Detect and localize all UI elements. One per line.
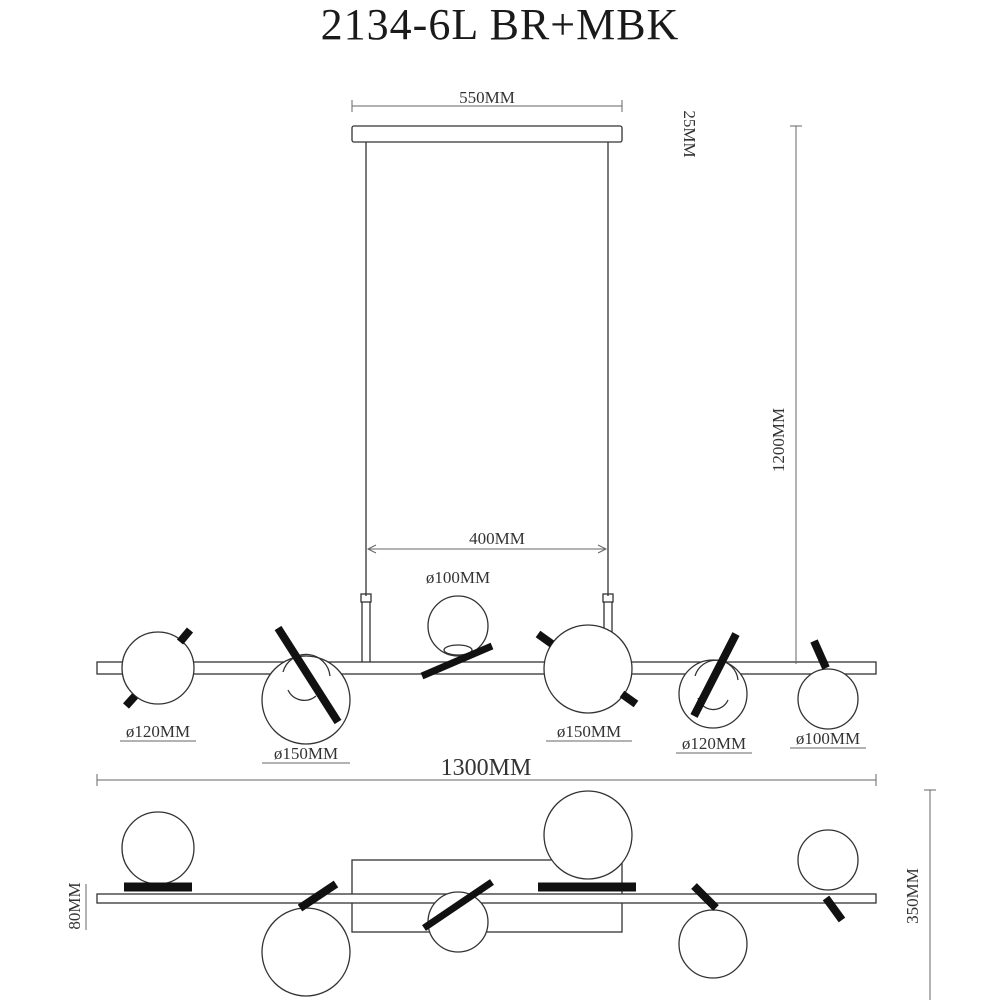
top-globe-left-120 xyxy=(121,811,195,885)
label-globe-right-1: ø120MM xyxy=(682,734,746,753)
top-globe-left-150 xyxy=(261,907,351,997)
top-view-bar xyxy=(96,893,877,904)
cable-gripper-right xyxy=(602,593,614,603)
arm-left-120a xyxy=(176,627,194,645)
cable-spacing-dimension xyxy=(366,544,608,554)
globe-left-120 xyxy=(121,631,195,705)
label-canopy-width: 550MM xyxy=(459,88,515,107)
model-title: 2134-6L BR+MBK xyxy=(320,0,680,49)
top-view xyxy=(85,789,936,1000)
cable-gripper-left xyxy=(360,593,372,603)
label-cable-spacing: 400MM xyxy=(469,529,525,548)
top-globe-right-100 xyxy=(797,829,859,891)
label-globe-left-1: ø120MM xyxy=(126,722,190,741)
globe-right-100 xyxy=(797,668,859,730)
arm-right-120 xyxy=(690,632,740,718)
label-total-height: 350MM xyxy=(903,868,922,924)
arm-left-150 xyxy=(274,625,342,725)
top-globe-center-150 xyxy=(543,790,633,880)
label-globe-right-2: ø100MM xyxy=(796,729,860,748)
front-view xyxy=(96,100,877,786)
canopy-width-dimension xyxy=(351,100,623,112)
label-canopy-height: 25MM xyxy=(680,110,699,157)
label-globe-top-center: ø100MM xyxy=(426,568,490,587)
arm-right-100 xyxy=(810,639,830,670)
arm-left-120b xyxy=(123,693,138,709)
arm-top-100 xyxy=(420,642,494,680)
arm-center-150b xyxy=(619,690,639,708)
top-globe-right-120 xyxy=(678,909,748,979)
label-suspension-height: 1200MM xyxy=(769,408,788,472)
main-bar xyxy=(96,661,877,675)
label-globe-left-2: ø150MM xyxy=(274,744,338,763)
globe-top-100 xyxy=(427,595,489,657)
arm-center-150a xyxy=(535,630,555,648)
label-globe-center-right: ø150MM xyxy=(557,722,621,741)
overall-length-dimension xyxy=(96,774,877,786)
globe-center-150 xyxy=(543,624,633,714)
label-profile-height: 80MM xyxy=(65,882,84,929)
ceiling-canopy xyxy=(351,125,623,143)
suspension-height-dimension xyxy=(790,125,802,664)
total-height-dimension xyxy=(924,789,936,1000)
label-overall-length: 1300MM xyxy=(441,755,532,781)
